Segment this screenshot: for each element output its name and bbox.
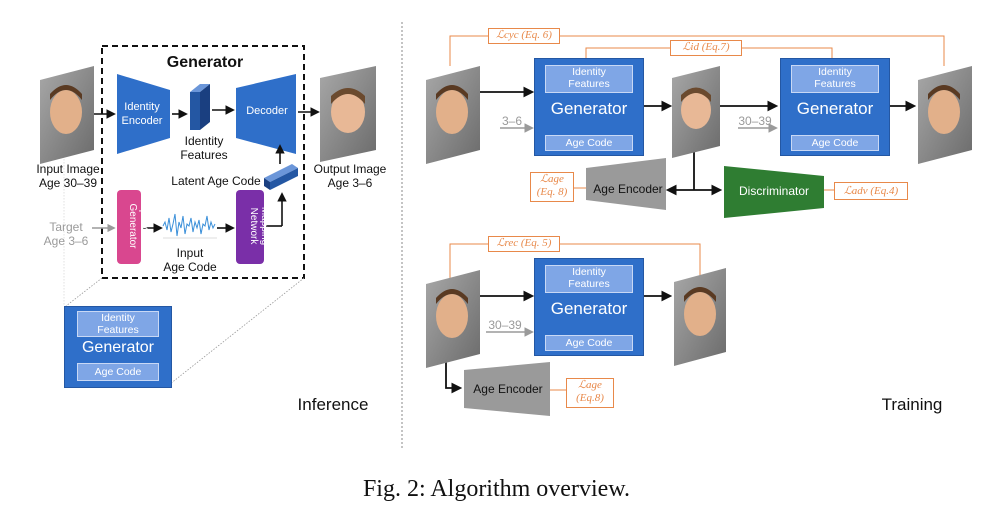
gen3-identity-features: Identity Features [545, 265, 633, 293]
latent-code-top [264, 164, 298, 182]
train-age-input-2: 30–39 [738, 114, 772, 128]
train-generator-3: Identity Features Generator Age Code [534, 258, 644, 356]
loss-id-line-left [585, 47, 670, 58]
input-image-label: Input Image Age 30–39 [36, 162, 100, 190]
arrow-rec-in-to-ageenc [445, 356, 463, 394]
loss-cyc-line-right [558, 35, 945, 66]
gen1-title: Generator [550, 99, 628, 118]
face-train-output [918, 66, 972, 164]
figure-caption: Fig. 2: Algorithm overview. [362, 476, 631, 502]
generator-title: Generator [166, 54, 244, 71]
zoom-line-right [169, 277, 305, 385]
loss-id-box: ℒid (Eq.7) [670, 40, 742, 56]
small-gen-age-code: Age Code [77, 363, 159, 381]
gen1-identity-features: Identity Features [545, 65, 633, 93]
identity-features-label: Identity Features [180, 134, 228, 162]
face-output-image [320, 66, 376, 162]
small-gen-identity-features: Identity Features [77, 311, 159, 337]
loss-cyc-line-left [449, 35, 488, 66]
face-train-child [672, 66, 720, 158]
age-code-signal [162, 213, 216, 237]
mapping-network-label: Mapping Network [248, 206, 270, 246]
decoder-label: Decoder [246, 105, 288, 117]
loss-rec-box: ℒrec (Eq. 5) [488, 236, 560, 252]
loss-cyc-box: ℒcyc (Eq. 6) [488, 28, 560, 44]
identity-features-block [190, 92, 200, 130]
input-age-code-label: Input Age Code [163, 246, 217, 274]
identity-features-side [200, 84, 210, 130]
loss-age1-box: ℒage (Eq. 8) [530, 172, 574, 202]
gen2-age-code: Age Code [791, 135, 879, 151]
mapping-network-box [236, 190, 264, 264]
loss-age2-box: ℒage (Eq.8) [566, 378, 614, 408]
face-rec-input [426, 270, 480, 368]
loss-adv-box: ℒadv (Eq.4) [834, 182, 908, 200]
gen1-age-code: Age Code [545, 135, 633, 151]
face-rec-output [674, 268, 726, 366]
loss-rec-line-left [449, 243, 488, 280]
gen2-title: Generator [796, 99, 874, 118]
discriminator-label: Discriminator [738, 184, 809, 198]
inference-section-label: Inference [297, 395, 369, 414]
loss-id-line-right [740, 47, 833, 58]
gen3-title: Generator [550, 299, 628, 318]
identity-features-top [190, 84, 210, 92]
age-encoder-2-shape [464, 362, 550, 416]
train-generator-1: Identity Features Generator Age Code [534, 58, 644, 156]
output-image-label: Output Image Age 3–6 [313, 162, 387, 190]
loss-rec-line-right [558, 243, 701, 280]
identity-encoder-label: Identity Encoder [121, 101, 163, 127]
discriminator-shape [724, 166, 824, 218]
gen3-age-code: Age Code [545, 335, 633, 351]
decoder-shape [236, 74, 296, 154]
latent-code-front [264, 178, 270, 190]
small-gen-title: Generator [81, 339, 155, 356]
face-train-input [426, 66, 480, 164]
age-encoder-2-label: Age Encoder [473, 382, 543, 396]
input-code-generator-box [117, 190, 141, 264]
face-input-image [40, 66, 94, 164]
generator-dashed-box [101, 45, 305, 279]
age-encoder-1-shape [586, 158, 666, 210]
gen2-identity-features: Identity Features [791, 65, 879, 93]
input-code-generator-label: Input Code Generator [127, 201, 149, 251]
small-generator: Identity Features Generator Age Code [64, 306, 172, 388]
latent-code-side [270, 168, 298, 190]
zoom-line-left [65, 277, 103, 307]
target-age-label: Target Age 3–6 [43, 220, 89, 248]
train-age-input-1: 3–6 [501, 114, 523, 128]
train-generator-2: Identity Features Generator Age Code [780, 58, 890, 156]
age-encoder-1-label: Age Encoder [593, 182, 663, 196]
train-age-input-3: 30–39 [488, 318, 522, 332]
identity-encoder-shape [117, 74, 170, 154]
training-section-label: Training [881, 395, 943, 414]
latent-age-code-label: Latent Age Code [171, 174, 261, 188]
